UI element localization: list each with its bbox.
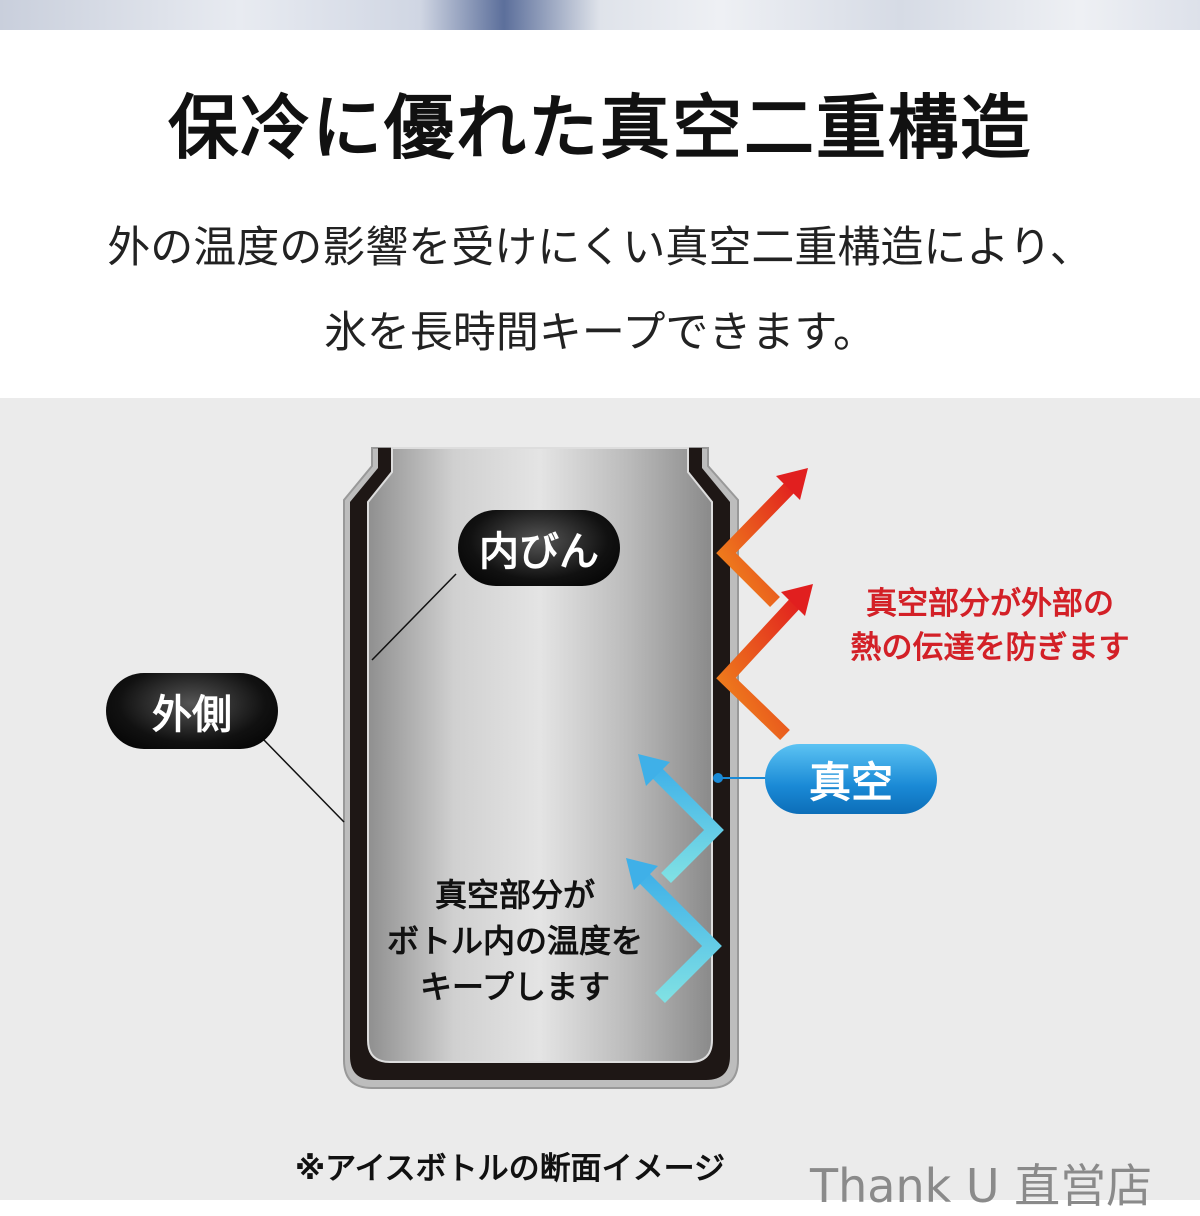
heat-arrow-icon: [716, 477, 806, 741]
watermark: Thank U 直営店: [810, 1159, 1153, 1213]
outer-leader-line: [261, 737, 345, 823]
decorative-banner: [0, 0, 1200, 30]
heat-note-line: 熱の伝達を防ぎます: [850, 630, 1130, 666]
cool-arrow-icon: [633, 761, 724, 1003]
outer-wall-label: 外側: [106, 673, 278, 749]
keep-note: 真空部分が ボトル内の温度を キープします: [360, 872, 670, 1010]
caption: ※アイスボトルの断面イメージ: [295, 1151, 726, 1187]
inner-bottle: [367, 447, 713, 1063]
page-title: 保冷に優れた真空二重構造: [168, 87, 1032, 169]
heat-note: 真空部分が外部の 熱の伝達を防ぎます: [815, 582, 1165, 670]
keep-note-line: 真空部分が: [434, 876, 595, 914]
heat-note-line: 真空部分が外部の: [866, 586, 1114, 622]
subtitle-line-1: 外の温度の影響を受けにくい真空二重構造により、: [107, 223, 1093, 273]
inner-bottle-label: 内びん: [458, 510, 620, 586]
keep-note-line: キープします: [419, 968, 611, 1006]
subtitle-line-2: 氷を長時間キープできます。: [323, 308, 877, 358]
keep-note-line: ボトル内の温度を: [386, 922, 643, 960]
vacuum-label: 真空: [765, 744, 937, 814]
inner-leader-line: [371, 573, 457, 661]
